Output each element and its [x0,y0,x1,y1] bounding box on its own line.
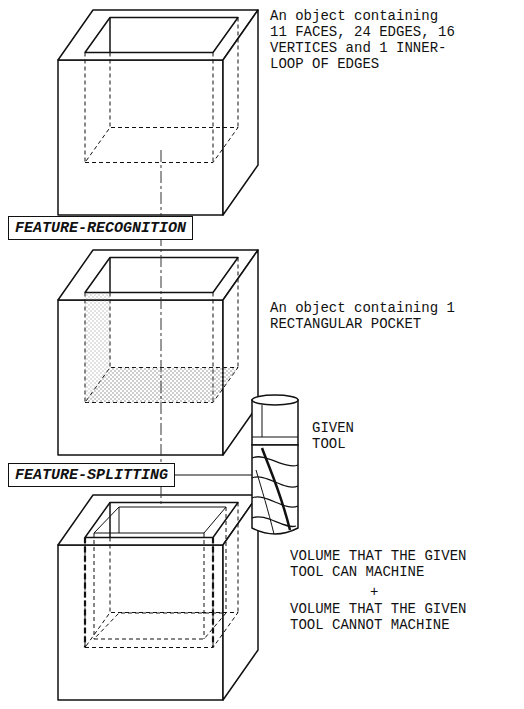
split-object [58,495,258,700]
center-line [161,150,162,505]
annotation: GIVEN TOOL [312,420,372,452]
leader-line [175,474,252,475]
annotation: An object containing 1 RECTANGULAR POCKE… [270,300,460,332]
process-label-box: FEATURE-SPLITTING [8,463,175,487]
solid-object [58,10,258,215]
annotation: VOLUME THAT THE GIVEN TOOL CANNOT MACHIN… [290,601,480,633]
annotation: An object containing 11 FACES, 24 EDGES,… [270,8,460,72]
end-mill-tool [252,395,298,534]
step-name: FEATURE-RECOGNITION [15,220,186,237]
step-name: FEATURE-SPLITTING [15,467,168,484]
annotation: VOLUME THAT THE GIVEN TOOL CAN MACHINE [290,548,480,580]
annotation: + [370,584,390,600]
process-label-box: FEATURE-RECOGNITION [8,216,193,240]
pocket-object [58,250,258,455]
